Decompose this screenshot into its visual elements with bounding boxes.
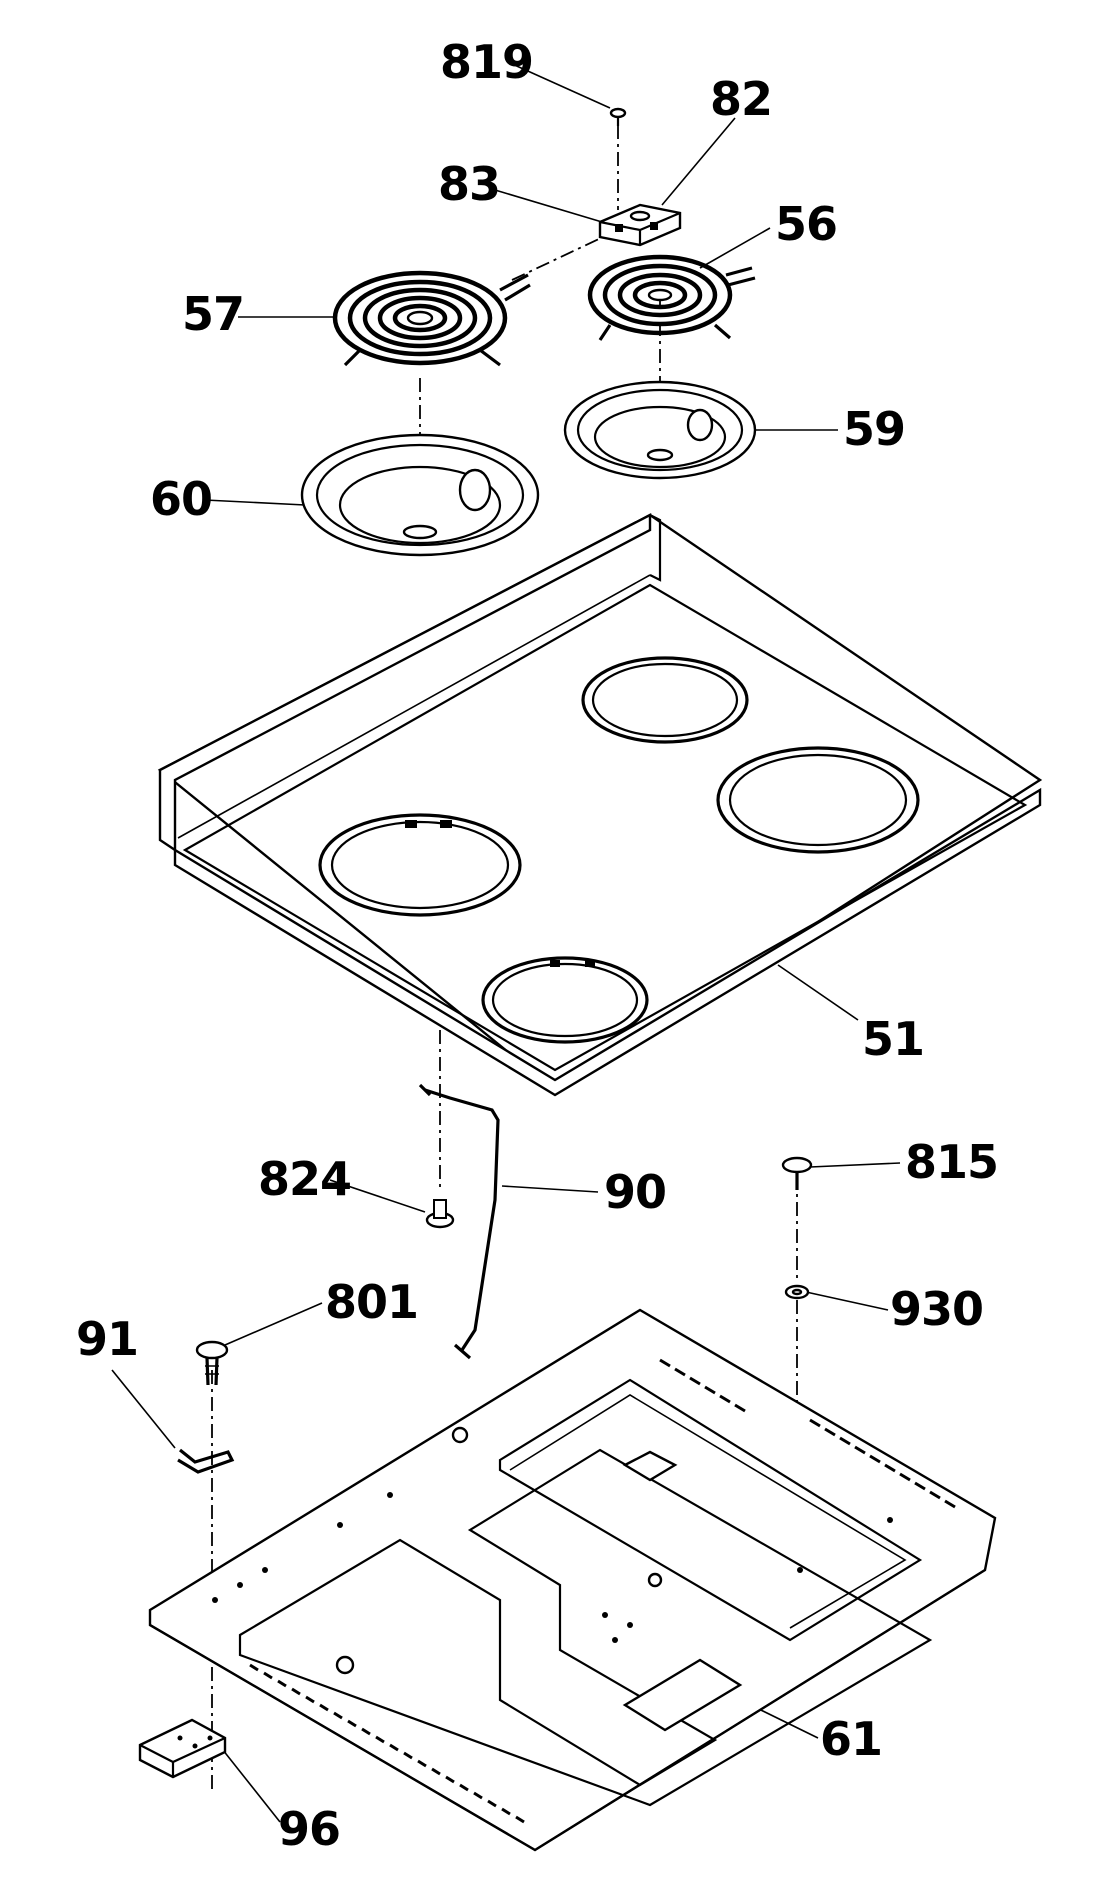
label-815: 815: [905, 1135, 998, 1189]
screw-815: [781, 1156, 813, 1190]
label-90: 90: [604, 1165, 666, 1219]
label-91: 91: [76, 1312, 138, 1366]
label-930: 930: [890, 1282, 983, 1336]
label-801: 801: [325, 1275, 418, 1329]
cooktop: [157, 513, 1043, 1097]
leader-56: [699, 227, 771, 269]
leader-824: [329, 1179, 426, 1213]
small-drip-pan: [563, 380, 757, 480]
label-51: 51: [862, 1012, 924, 1066]
leader-96: [214, 1739, 281, 1823]
vent-slots-right: [659, 1358, 956, 1509]
label-59: 59: [843, 402, 905, 456]
leader-83: [494, 189, 603, 223]
label-60: 60: [150, 472, 212, 526]
terminal-block: [598, 203, 682, 247]
leader-82: [661, 117, 736, 206]
screw-801: [195, 1340, 229, 1386]
large-drip-pan: [300, 433, 540, 557]
leader-819: [509, 62, 611, 109]
label-56: 56: [775, 197, 837, 251]
leader-51: [777, 964, 859, 1021]
leader-930: [805, 1291, 889, 1311]
washer-930: [784, 1284, 810, 1300]
label-57: 57: [182, 287, 244, 341]
leader-90: [501, 1185, 599, 1193]
label-96: 96: [278, 1802, 340, 1856]
large-surface-element: [332, 270, 531, 367]
label-824: 824: [258, 1152, 351, 1206]
leader-lines: [111, 62, 901, 1823]
small-surface-element: [587, 254, 756, 341]
screw-824: [425, 1199, 455, 1229]
bracket-96: [138, 1718, 227, 1779]
vent-slots-front: [249, 1663, 525, 1824]
leader-801: [224, 1302, 323, 1346]
clip-91: [177, 1448, 235, 1474]
leader-815: [809, 1162, 901, 1168]
leader-91: [111, 1369, 176, 1449]
label-82: 82: [710, 72, 772, 126]
label-61: 61: [820, 1712, 882, 1766]
label-83: 83: [438, 157, 500, 211]
screw-819: [609, 107, 627, 126]
label-819: 819: [440, 35, 533, 89]
support-rod: [418, 1083, 500, 1360]
leader-60: [204, 499, 306, 506]
main-top-base: [148, 1308, 997, 1852]
